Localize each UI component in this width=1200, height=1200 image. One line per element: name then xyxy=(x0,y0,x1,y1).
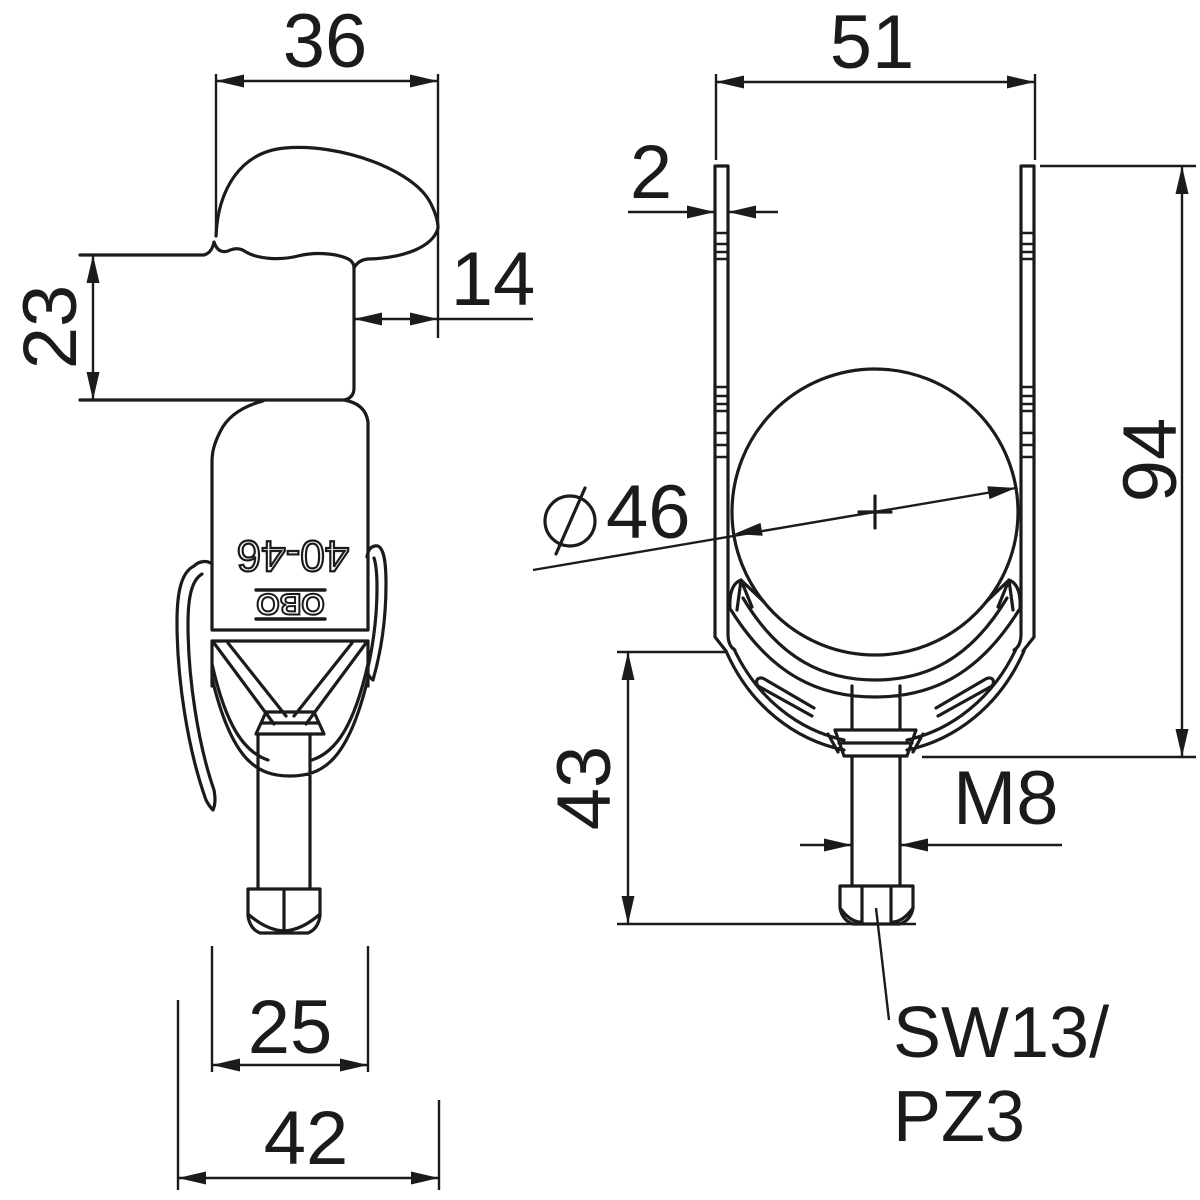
obo-logo-text: OBO xyxy=(256,587,324,620)
dim-hook-offset-label: 14 xyxy=(451,237,536,322)
front-view-dimension-lines xyxy=(532,74,1196,1021)
svg-text:40-46: 40-46 xyxy=(237,531,350,580)
dim-mouth-depth-label: 23 xyxy=(8,285,93,370)
dim-outer-width-label: 51 xyxy=(830,0,915,85)
dim-clamp-diameter-label: 46 xyxy=(606,470,691,555)
cable-circle xyxy=(730,367,1020,657)
dim-hook-width-label: 36 xyxy=(283,0,368,84)
label-drive-line1: SW13/ xyxy=(893,993,1109,1073)
side-view-outline xyxy=(78,145,440,935)
dim-overall-height-label: 94 xyxy=(1108,418,1193,503)
front-view-arrowheads xyxy=(621,75,1189,924)
dim-overall-depth-label: 42 xyxy=(264,1096,349,1181)
diameter-symbol-icon xyxy=(543,486,597,556)
front-view: 51 2 46 94 43 M8 SW13/ PZ3 xyxy=(532,0,1196,1157)
side-view-dimension-lines xyxy=(91,74,533,1190)
left-wall-slot-ticks xyxy=(715,231,728,459)
dim-screw-clearance-label: 43 xyxy=(542,746,627,831)
dim-rail-width-label: 25 xyxy=(248,985,333,1070)
dim-material-thickness-label: 2 xyxy=(630,130,672,215)
dim-thread-size-label: M8 xyxy=(953,756,1059,841)
label-drive-line2: PZ3 xyxy=(893,1077,1025,1157)
obo-logo: OBO xyxy=(254,586,327,621)
part-marking-size-range: 40-46 xyxy=(236,530,351,581)
right-wall-slot-ticks xyxy=(1021,231,1034,459)
side-view: 36 23 14 25 42 40-46 OBO xyxy=(8,0,535,1190)
